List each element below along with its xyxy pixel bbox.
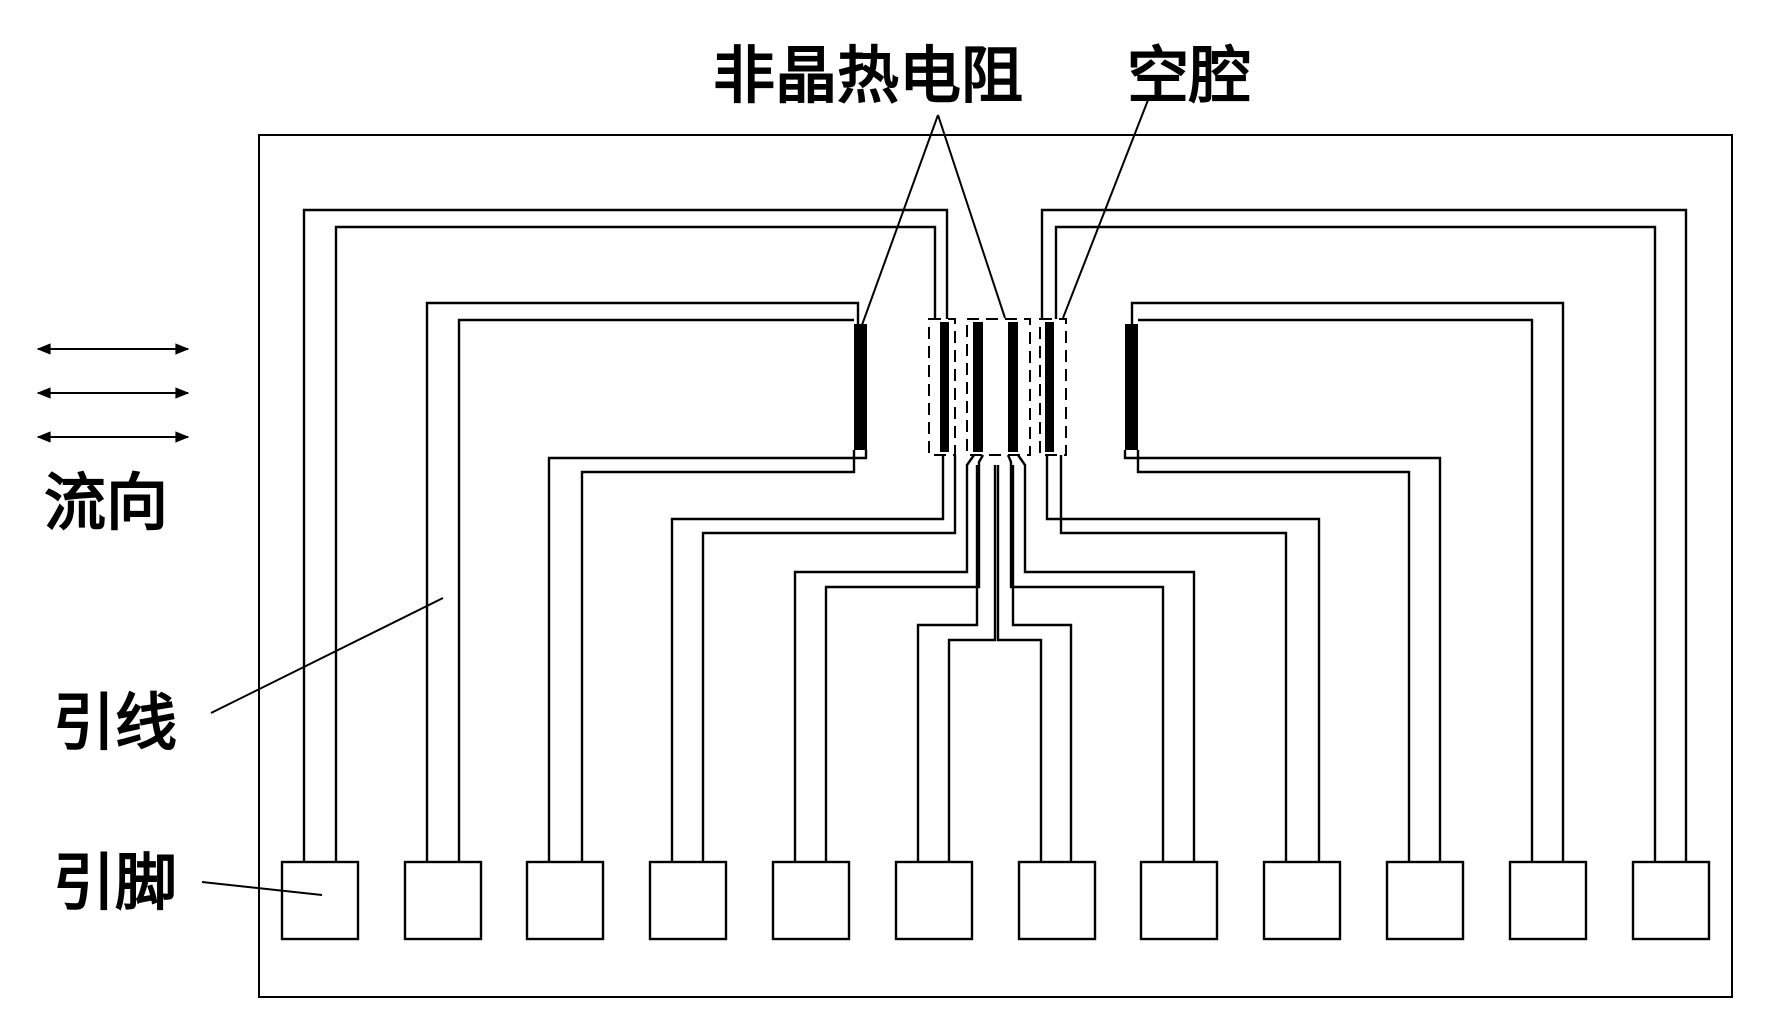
resistor-r4 (1008, 322, 1018, 452)
lead-wire (1123, 450, 1442, 862)
lead-wire (1136, 450, 1411, 862)
lead-wire (1045, 455, 1321, 862)
pin-10 (1385, 860, 1465, 941)
lead-wire (1040, 208, 1688, 862)
lead-wire (302, 208, 949, 862)
pin-7 (1017, 860, 1097, 941)
lead-wire (916, 465, 979, 862)
pin-8 (1139, 860, 1219, 941)
lead-wire (1054, 225, 1657, 862)
pin-12 (1631, 860, 1711, 941)
lead-wire (1059, 455, 1288, 862)
lead-wire (701, 455, 957, 862)
pin-9 (1262, 860, 1342, 941)
lead-wire (793, 454, 975, 862)
lead-wire (996, 465, 1043, 862)
flow-arrows (36, 343, 190, 443)
pins (280, 860, 1711, 941)
leader-resistor-left (861, 114, 939, 326)
lead-wire (947, 465, 997, 862)
pin-11 (1508, 860, 1588, 941)
resistor-r5 (1045, 322, 1054, 452)
pin-3 (525, 860, 605, 941)
label-pin: 引脚 (53, 846, 177, 919)
pin-6 (894, 860, 974, 941)
lead-wire (1138, 318, 1534, 862)
resistor-r6 (1125, 324, 1138, 450)
label-lead-wire: 引线 (53, 686, 177, 759)
resistor-r1 (854, 324, 867, 450)
leader-resistor-center (937, 114, 1006, 319)
amorphous-resistors (854, 322, 1138, 452)
label-flow-direction: 流向 (44, 466, 168, 539)
lead-wire (457, 318, 854, 862)
lead-wire (670, 455, 945, 862)
lead-wire (824, 454, 985, 862)
chip-substrate (258, 134, 1733, 998)
cavity-right (1039, 318, 1067, 456)
leader-lines (201, 99, 1149, 896)
cavity-center (966, 318, 1031, 456)
pin-5 (771, 860, 851, 941)
lead-wire (1130, 301, 1565, 862)
pin-2 (403, 860, 483, 941)
label-cavity: 空腔 (1127, 39, 1251, 112)
lead-wire (580, 450, 856, 862)
lead-wire (1017, 454, 1196, 862)
pin-1 (280, 860, 360, 941)
resistor-r2 (940, 322, 949, 452)
label-amorphous-resistor: 非晶热电阻 (713, 39, 1023, 112)
lead-wire (334, 225, 937, 862)
pin-4 (648, 860, 728, 941)
resistor-r3 (973, 322, 983, 452)
lead-wire (1011, 465, 1073, 862)
lead-wire (1006, 454, 1165, 862)
leader-lead-wire (210, 597, 444, 714)
lead-wires (302, 208, 1688, 862)
lead-wire (425, 301, 860, 862)
leader-pin (201, 881, 323, 896)
lead-wire (547, 450, 868, 862)
